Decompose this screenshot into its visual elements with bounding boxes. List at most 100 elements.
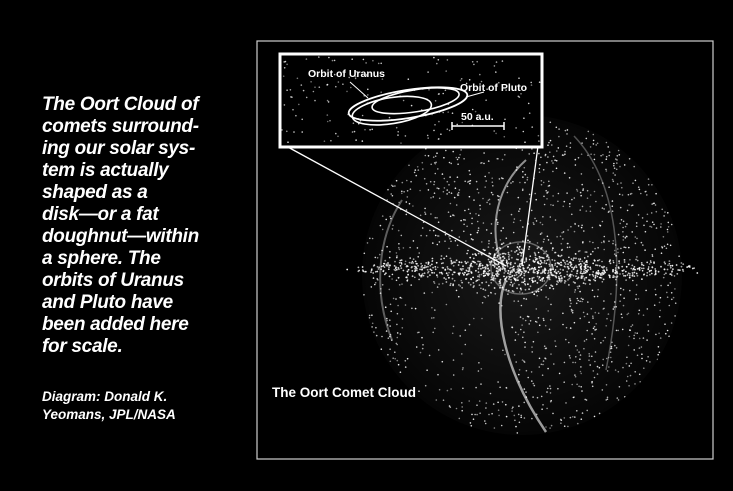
disk-dot (619, 273, 621, 275)
disk-dot (372, 265, 375, 267)
disk-dot (521, 276, 524, 279)
disk-dot (551, 264, 553, 266)
disk-dot (483, 249, 486, 252)
comet-dot (547, 239, 550, 241)
disk-dot (560, 276, 563, 279)
comet-dot (541, 232, 543, 234)
comet-dot (594, 329, 596, 331)
comet-dot (479, 260, 481, 263)
comet-dot (583, 315, 586, 318)
comet-dot (606, 396, 609, 399)
disk-dot (449, 284, 452, 287)
comet-dot (390, 193, 392, 195)
inset-dot (380, 62, 382, 65)
comet-dot (524, 341, 526, 344)
comet-dot (546, 391, 548, 393)
comet-dot (468, 195, 471, 198)
comet-dot (582, 189, 584, 191)
comet-dot (614, 344, 616, 347)
comet-dot (430, 213, 432, 215)
inset-dot (333, 73, 336, 76)
disk-dot (575, 275, 577, 278)
comet-dot (425, 234, 428, 237)
disk-dot (558, 279, 561, 282)
comet-dot (601, 195, 604, 197)
inset-dot (445, 70, 447, 72)
disk-dot (507, 269, 510, 272)
comet-dot (389, 319, 391, 322)
comet-dot (560, 242, 563, 245)
comet-dot (579, 191, 582, 194)
comet-dot (466, 225, 468, 228)
comet-dot (457, 194, 459, 197)
comet-dot (389, 348, 391, 351)
comet-dot (443, 156, 445, 159)
comet-dot (638, 337, 641, 340)
orbit-group (347, 86, 469, 126)
disk-dot (415, 262, 418, 265)
comet-dot (656, 358, 659, 361)
disk-dot (631, 273, 634, 275)
comet-dot (432, 196, 435, 198)
disk-dot (543, 260, 546, 262)
disk-dot (472, 257, 475, 260)
disk-dot (427, 261, 430, 264)
comet-dot (552, 155, 555, 158)
disk-dot (471, 253, 474, 256)
comet-dot (611, 205, 614, 207)
comet-dot (531, 346, 533, 348)
comet-dot (372, 277, 375, 279)
comet-dot (460, 149, 462, 151)
comet-dot (413, 171, 416, 174)
comet-dot (561, 231, 563, 234)
comet-dot (586, 189, 589, 192)
caption-line: a sphere. The (42, 248, 161, 269)
comet-dot (650, 226, 653, 228)
inset-dot (505, 89, 507, 91)
comet-dot (616, 155, 619, 157)
comet-dot (590, 307, 593, 310)
inset-dot (326, 120, 329, 123)
comet-dot (433, 181, 436, 183)
disk-dot (633, 275, 636, 277)
comet-dot (621, 186, 623, 189)
disk-dot (430, 269, 433, 272)
comet-dot (631, 324, 634, 326)
comet-dot (542, 317, 545, 320)
disk-dot (525, 260, 528, 262)
comet-dot (570, 302, 572, 305)
disk-dot (677, 269, 680, 271)
comet-dot (368, 317, 371, 319)
comet-dot (549, 216, 552, 218)
comet-dot (513, 354, 516, 356)
disk-dot (540, 289, 543, 291)
comet-dot (448, 236, 450, 238)
disk-dot (414, 260, 417, 263)
comet-dot (463, 158, 465, 160)
disk-dot (570, 263, 573, 266)
disk-dot (553, 270, 556, 273)
comet-dot (526, 200, 528, 203)
comet-dot (653, 223, 655, 226)
comet-dot (409, 257, 411, 259)
comet-dot (588, 355, 591, 357)
comet-dot (545, 347, 547, 350)
disk-dot (458, 261, 461, 263)
comet-dot (379, 292, 382, 294)
comet-dot (543, 345, 546, 348)
comet-dot (615, 306, 617, 308)
disk-dot (382, 270, 385, 273)
comet-dot (396, 359, 399, 362)
comet-dot (448, 271, 450, 274)
comet-dot (591, 380, 593, 383)
disk-dot (536, 247, 539, 250)
comet-dot (628, 335, 631, 338)
comet-dot (410, 284, 412, 286)
comet-dot (468, 169, 471, 172)
disk-dot (592, 278, 595, 281)
comet-dot (552, 170, 554, 173)
comet-dot (569, 146, 572, 149)
comet-dot (626, 313, 628, 316)
comet-dot (645, 289, 647, 292)
comet-dot (519, 181, 521, 184)
